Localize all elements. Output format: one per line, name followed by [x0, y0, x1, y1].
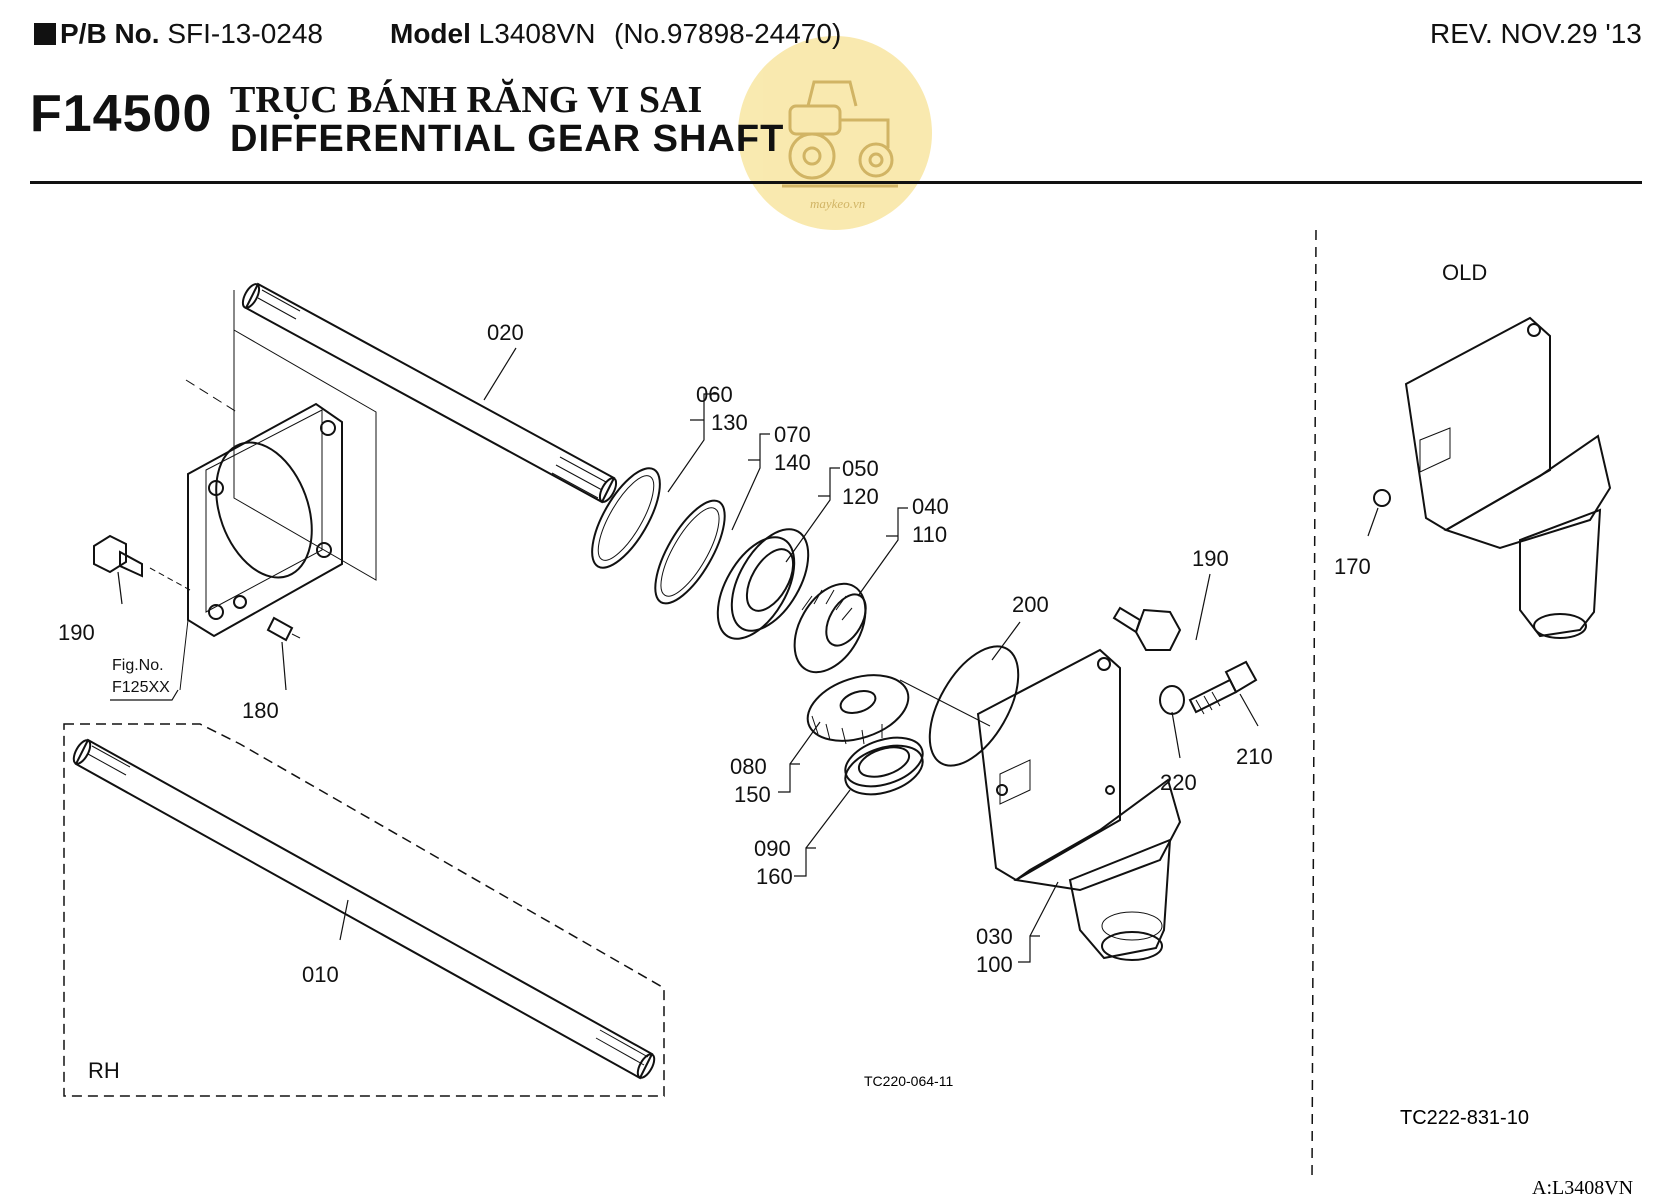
callout-150: 150 [734, 782, 771, 807]
rh-frame [63, 723, 665, 1097]
callout-190-right: 190 [1192, 546, 1229, 571]
figure-code: F14500 [30, 85, 213, 143]
old-label: OLD [1442, 260, 1487, 285]
drawing-code-main: TC220-064-11 [864, 1073, 953, 1089]
callout-200: 200 [1012, 592, 1049, 617]
callout-170: 170 [1334, 554, 1371, 579]
callout-120: 120 [842, 484, 879, 509]
flange-plate [179, 379, 343, 691]
axle-shaft-010 [72, 738, 656, 1080]
bolt-190-right [1112, 606, 1182, 651]
callout-190-left: 190 [58, 620, 95, 645]
pb-label: P/B No. [60, 18, 160, 49]
axle-shaft-020 [233, 282, 618, 581]
model-label: Model [390, 18, 471, 49]
callout-110: 110 [912, 522, 947, 547]
callout-090: 090 [754, 836, 791, 861]
title-english: DIFFERENTIAL GEAR SHAFT [230, 118, 785, 160]
callout-020: 020 [487, 320, 524, 345]
shim-070 [654, 499, 726, 605]
o-ring-200 [928, 645, 1020, 767]
old-new-separator [1311, 229, 1317, 1181]
bolt-190-left [93, 534, 191, 591]
old-gear-case [1373, 316, 1612, 639]
callout-060: 060 [696, 382, 733, 407]
bevel-gear-040 [793, 582, 867, 674]
bearing-090 [844, 736, 924, 796]
model-value: L3408VN [478, 18, 596, 49]
footer-model: A:L3408VN [1532, 1177, 1633, 1199]
square-bullet-icon [34, 23, 56, 45]
callout-210: 210 [1236, 744, 1273, 769]
tractor-icon [782, 80, 898, 188]
title-vietnamese: TRỤC BÁNH RĂNG VI SAI [230, 79, 703, 121]
header-rule [30, 181, 1642, 184]
fig-ref-value: F125XX [112, 679, 170, 696]
callout-130: 130 [711, 410, 748, 435]
snap-ring-060 [591, 467, 661, 569]
pin-180 [266, 616, 301, 642]
nut-170 [1373, 489, 1391, 507]
callout-180: 180 [242, 698, 279, 723]
gear-case-030 [899, 648, 1182, 961]
drawing-code-old: TC222-831-10 [1400, 1107, 1529, 1129]
callout-080: 080 [730, 754, 767, 779]
callout-100: 100 [976, 952, 1013, 977]
callout-040: 040 [912, 494, 949, 519]
fig-ref-label: Fig.No. [112, 657, 164, 674]
watermark-text: maykeo.vn [810, 196, 866, 211]
callout-010: 010 [302, 962, 339, 987]
watermark-logo: maykeo.vn [738, 36, 932, 230]
bearing-050 [716, 528, 810, 640]
rh-label: RH [88, 1058, 120, 1083]
leader-lines [110, 347, 1379, 963]
callout-140: 140 [774, 450, 811, 475]
pb-value: SFI-13-0248 [167, 18, 323, 49]
pinion-gear-080 [806, 674, 910, 745]
revision-date: REV. NOV.29 '13 [1430, 18, 1642, 49]
model: Model L3408VN [390, 18, 595, 50]
bolt-210 [1188, 660, 1258, 715]
model-number: (No.97898-24470) [614, 18, 842, 49]
callout-030: 030 [976, 924, 1013, 949]
callout-220: 220 [1160, 770, 1197, 795]
callout-070: 070 [774, 422, 811, 447]
callout-050: 050 [842, 456, 879, 481]
pb-number: P/B No. SFI-13-0248 [34, 18, 323, 50]
callout-160: 160 [756, 864, 793, 889]
washer-220 [1159, 685, 1185, 715]
